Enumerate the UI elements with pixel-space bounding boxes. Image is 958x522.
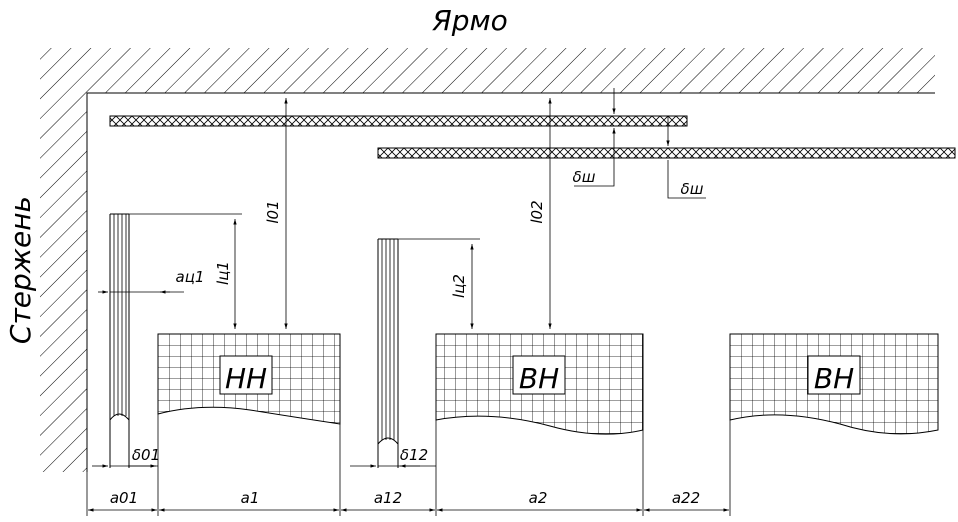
insulation-cylinder-2 <box>377 238 399 468</box>
winding-hv-2 <box>729 333 939 435</box>
lc1-label: lц1 <box>214 261 232 285</box>
delta-sh-2-label: δш <box>681 180 704 198</box>
a12-label: a12 <box>374 489 402 507</box>
a1-label: a1 <box>241 489 260 507</box>
winding-hv-1 <box>435 333 644 435</box>
delta01-label: δ01 <box>132 446 160 464</box>
lc2-label: lц2 <box>450 274 468 298</box>
a2-label: a2 <box>529 489 548 507</box>
a01-label: a01 <box>110 489 138 507</box>
l02-label: l02 <box>528 200 546 223</box>
l01-label: l01 <box>264 200 282 223</box>
yoke-barrier-2 <box>377 147 956 159</box>
winding-lv-label: НН <box>225 362 267 395</box>
winding-hv-1-label: ВН <box>519 362 559 395</box>
delta12-label: δ12 <box>400 446 428 464</box>
yoke-barrier-1 <box>109 115 688 127</box>
yoke-core-edge <box>86 92 935 472</box>
winding-lv <box>157 333 341 425</box>
winding-hv-2-label: ВН <box>814 362 854 395</box>
yoke-label: Ярмо <box>431 4 507 37</box>
yoke-core-hatching <box>40 48 935 472</box>
a22-label: a22 <box>672 489 700 507</box>
delta-sh-1-label: δш <box>573 168 596 186</box>
insulation-cylinder-1 <box>109 213 130 468</box>
core-label: Стержень <box>4 196 37 344</box>
ac1-label: aц1 <box>176 268 205 286</box>
